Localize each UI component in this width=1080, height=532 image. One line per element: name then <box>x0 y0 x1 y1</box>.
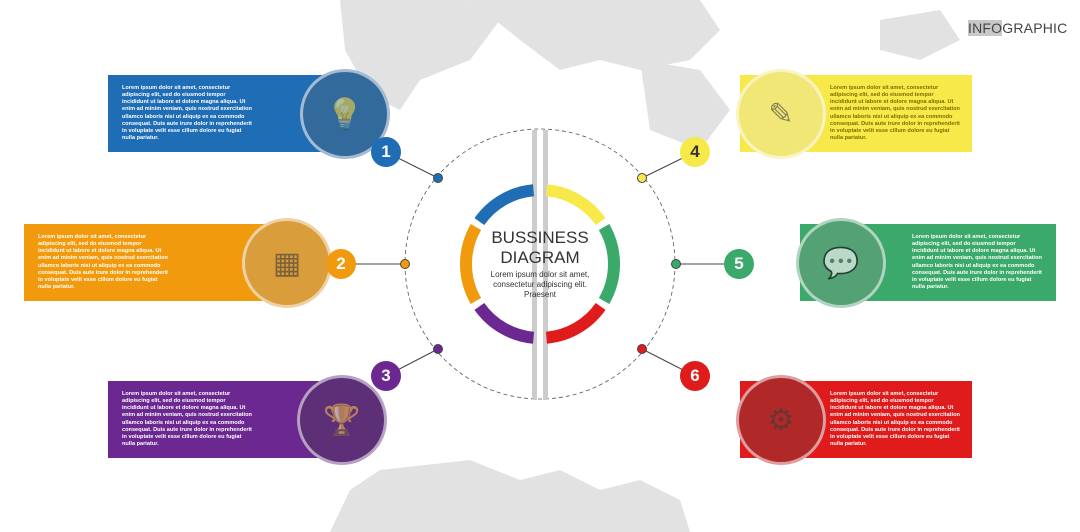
step-number-4: 4 <box>680 137 710 167</box>
ring-segment-5 <box>598 224 620 304</box>
step-text: Lorem ipsum dolor sit amet, consectetur … <box>830 390 960 448</box>
logo-rest: GRAPHIC <box>1002 20 1068 36</box>
connector-dot <box>637 344 647 354</box>
ring-segment-6 <box>545 302 606 344</box>
ring-segment-1 <box>474 184 535 226</box>
title-line2: DIAGRAM <box>500 248 580 267</box>
center-title: BUSSINESS DIAGRAM Lorem ipsum dolor sit … <box>480 228 600 300</box>
step-box-3: 🏆 Lorem ipsum dolor sit amet, consectetur… <box>108 375 387 465</box>
step-box-5: 💬 Lorem ipsum dolor sit amet, consectetur… <box>796 218 1056 308</box>
color-ring <box>460 184 620 344</box>
step-number-2: 2 <box>326 249 356 279</box>
step-text: Lorem ipsum dolor sit amet, consectetur … <box>912 233 1042 291</box>
step-text: Lorem ipsum dolor sit amet, consectetur … <box>122 390 252 448</box>
step-number-3: 3 <box>371 361 401 391</box>
step-box-4: ✎Lorem ipsum dolor sit amet, consectetur… <box>736 69 972 159</box>
title-line1: BUSSINESS <box>491 228 589 247</box>
center-subtitle: Lorem ipsum dolor sit amet, consectetur … <box>490 270 590 299</box>
step-box-2: ▦ Lorem ipsum dolor sit amet, consectetur… <box>24 218 332 308</box>
connector-dot <box>433 344 443 354</box>
gear-icon: ⚙ <box>736 375 826 465</box>
connector-dot <box>433 173 443 183</box>
calculator-icon: ▦ <box>242 218 332 308</box>
connector-dot <box>637 173 647 183</box>
step-text: Lorem ipsum dolor sit amet, consectetur … <box>830 84 960 142</box>
infographic-logo: INFOGRAPHIC <box>968 20 1067 36</box>
step-number-5: 5 <box>724 249 754 279</box>
ring-segment-3 <box>474 302 535 344</box>
connector-dot <box>671 259 681 269</box>
step-text: Lorem ipsum dolor sit amet, consectetur … <box>38 233 168 291</box>
step-box-6: ⚙Lorem ipsum dolor sit amet, consectetur… <box>736 375 972 465</box>
chat-icon: 💬 <box>796 218 886 308</box>
step-number-6: 6 <box>680 361 710 391</box>
step-box-1: 💡Lorem ipsum dolor sit amet, consectetur… <box>108 69 390 159</box>
pen-icon: ✎ <box>736 69 826 159</box>
divider-right <box>543 130 548 400</box>
step-text: Lorem ipsum dolor sit amet, consectetur … <box>122 84 252 142</box>
ring-segment-4 <box>545 184 606 226</box>
connector-dot <box>400 259 410 269</box>
ring-segment-2 <box>460 224 482 304</box>
divider-left <box>532 130 537 400</box>
logo-highlight: INFO <box>968 20 1003 36</box>
world-map <box>330 0 960 532</box>
step-number-1: 1 <box>371 137 401 167</box>
trophy-icon: 🏆 <box>297 375 387 465</box>
